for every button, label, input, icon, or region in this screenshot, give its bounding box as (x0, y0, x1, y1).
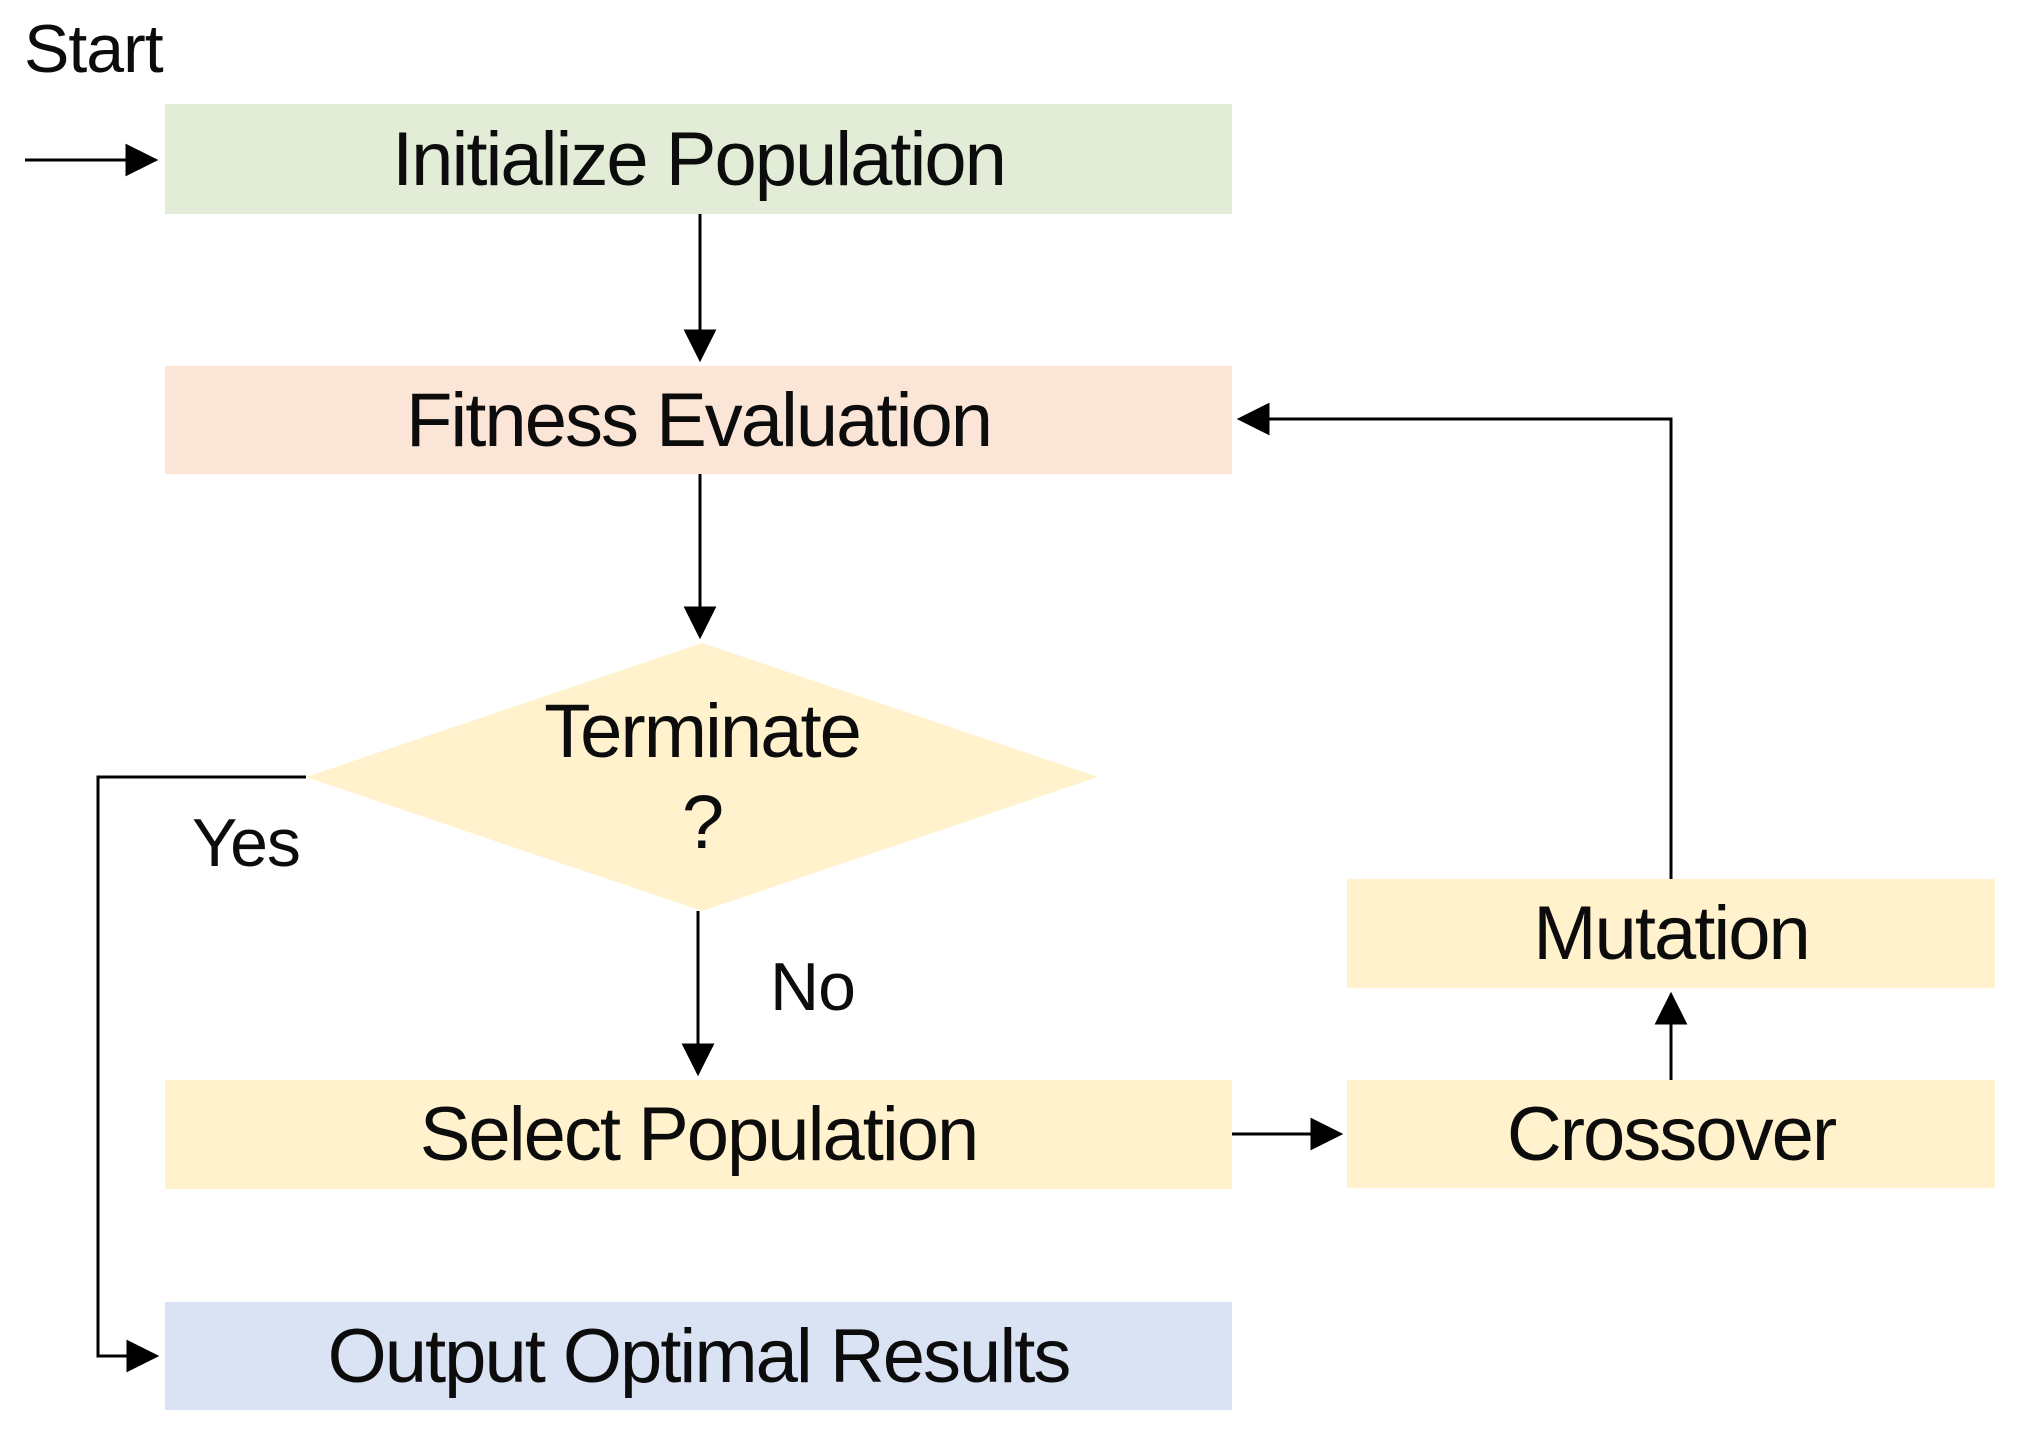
node-initialize-population: Initialize Population (165, 104, 1232, 214)
node-fitness-evaluation: Fitness Evaluation (165, 366, 1232, 474)
node-mutation: Mutation (1347, 879, 1995, 988)
node-output-optimal-results-label: Output Optimal Results (327, 1313, 1072, 1399)
node-crossover-label: Crossover (1506, 1091, 1837, 1177)
node-initialize-population-label: Initialize Population (392, 116, 1007, 202)
node-terminate-decision: Terminate ? (306, 643, 1098, 911)
node-mutation-label: Mutation (1533, 891, 1810, 976)
node-select-population: Select Population (165, 1080, 1232, 1189)
node-terminate-label-line2: ? (681, 780, 724, 865)
start-label: Start (24, 11, 164, 87)
node-fitness-evaluation-label: Fitness Evaluation (406, 377, 993, 463)
no-branch-label: No (770, 949, 856, 1025)
yes-branch-label: Yes (192, 805, 301, 881)
node-select-population-label: Select Population (419, 1092, 980, 1177)
node-terminate-label-line1: Terminate (544, 688, 862, 774)
node-crossover: Crossover (1347, 1080, 1995, 1188)
edge-mutation-to-fitness (1236, 402, 1673, 879)
node-output-optimal-results: Output Optimal Results (165, 1302, 1232, 1410)
